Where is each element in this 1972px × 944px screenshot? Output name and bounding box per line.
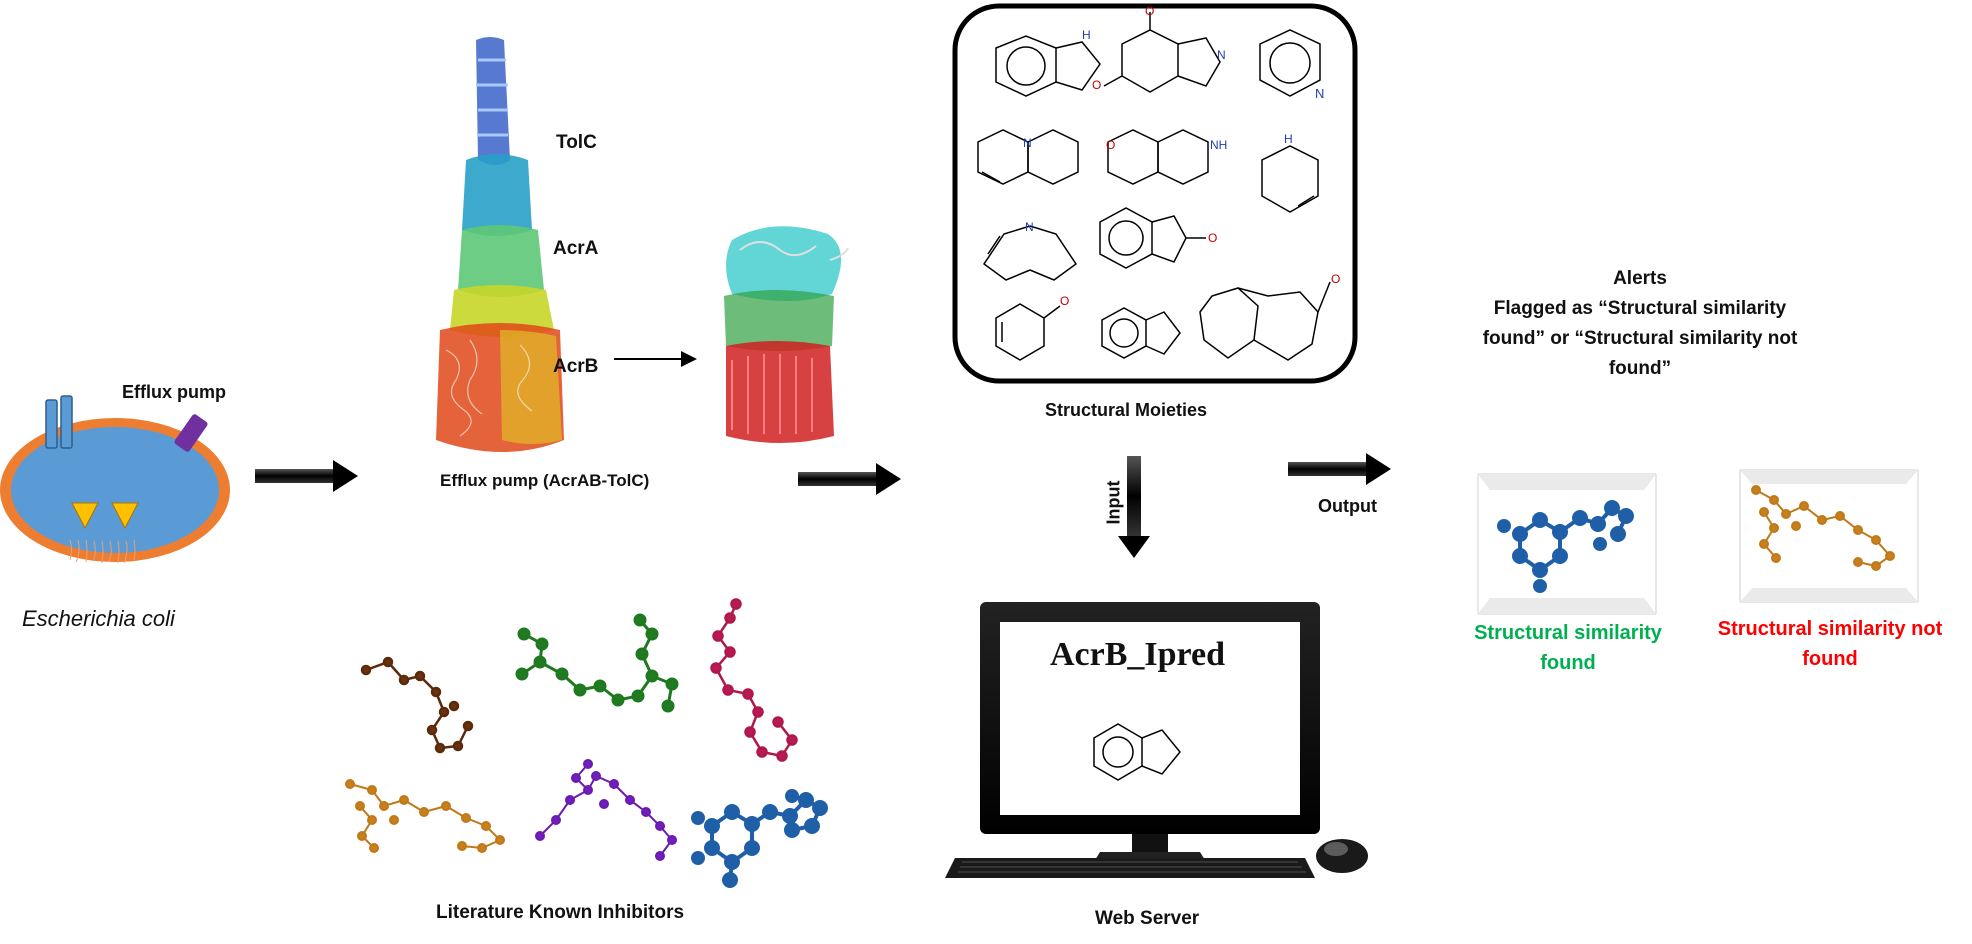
screen-benzodioxole bbox=[1093, 723, 1181, 781]
atom-label: H bbox=[1082, 28, 1091, 42]
quinolizine-structure bbox=[977, 129, 1079, 185]
substrate-triangle-1 bbox=[71, 502, 99, 530]
efflux-pump-label: Efflux pump bbox=[122, 382, 226, 402]
atom-label: O bbox=[1092, 78, 1102, 92]
arrow-acrb-to-moieties bbox=[798, 463, 901, 495]
inhibitor-blue bbox=[691, 789, 828, 888]
efflux-pump-marker bbox=[174, 414, 208, 452]
result-found-label: Structural similarity found bbox=[1448, 618, 1688, 678]
server-title: AcrB_Ipred bbox=[1050, 636, 1226, 673]
bicyclic-ketone-structure bbox=[1199, 281, 1331, 361]
benzodioxole-structure bbox=[1101, 307, 1181, 359]
atom-label: O bbox=[1060, 294, 1070, 308]
moieties-label: Structural Moieties bbox=[1045, 400, 1208, 420]
moieties-box bbox=[952, 3, 1358, 384]
atom-label: N bbox=[1023, 136, 1032, 150]
pump-channel-2 bbox=[60, 395, 73, 449]
acrb-structure bbox=[724, 226, 849, 443]
web-server-computer bbox=[945, 602, 1368, 878]
atom-label: N bbox=[1315, 86, 1325, 101]
arrow-input-down bbox=[1118, 456, 1150, 558]
benzimidazolone-structure bbox=[1099, 207, 1206, 269]
output-label: Output bbox=[1318, 496, 1377, 516]
result-notfound-line: found bbox=[1802, 648, 1858, 670]
inhibitor-purple bbox=[535, 759, 677, 861]
inhibitor-orange bbox=[345, 779, 505, 853]
xanthine-structure bbox=[1103, 12, 1221, 93]
pyranopyridazine-structure bbox=[1107, 129, 1209, 185]
tolc-label: TolC bbox=[556, 132, 597, 153]
indole-structure bbox=[995, 35, 1101, 97]
result-found-line: Structural similarity bbox=[1474, 622, 1662, 644]
atom-label: NH bbox=[1210, 138, 1228, 152]
acrb-label: AcrB bbox=[553, 356, 599, 377]
atom-label: O bbox=[1145, 4, 1155, 18]
alerts-line: Flagged as “Structural similarity bbox=[1493, 298, 1787, 319]
inhibitors-label: Literature Known Inhibitors bbox=[436, 902, 685, 923]
ecoli-cell bbox=[0, 395, 230, 564]
result-notfound-label: Structural similarity not found bbox=[1690, 614, 1970, 674]
result-found-line: found bbox=[1540, 652, 1596, 674]
pyranone-structure bbox=[995, 303, 1061, 361]
input-label: Input bbox=[1103, 480, 1124, 525]
complex-label: Efflux pump (AcrAB-TolC) bbox=[440, 471, 650, 490]
alerts-block: Alerts Flagged as “Structural similarity… bbox=[1480, 264, 1800, 384]
atom-label: N bbox=[1217, 48, 1226, 62]
ecoli-label: Escherichia coli bbox=[22, 606, 175, 631]
inhibitor-green bbox=[515, 613, 679, 713]
webserver-label: Web Server bbox=[1095, 908, 1200, 929]
atom-label: N bbox=[1025, 220, 1034, 234]
atom-label: O bbox=[1331, 272, 1341, 286]
arrow-cell-to-pump bbox=[255, 460, 358, 492]
atom-label: O bbox=[1106, 138, 1116, 152]
inhibitor-crimson bbox=[710, 598, 798, 762]
arrow-output bbox=[1288, 453, 1391, 485]
flow-arrows bbox=[255, 351, 1391, 558]
tetrahydropyridine-structure bbox=[1261, 145, 1319, 213]
mouse bbox=[1316, 839, 1368, 873]
result-notfound-line: Structural similarity not bbox=[1717, 618, 1943, 640]
atom-label: H bbox=[1284, 132, 1293, 146]
atom-label: O bbox=[1208, 231, 1218, 245]
pyridine-structure bbox=[1259, 29, 1321, 97]
pump-channel-1 bbox=[45, 399, 58, 449]
pyrrolizine-structure bbox=[982, 225, 1078, 281]
alerts-line: found” or “Structural similarity not bbox=[1482, 328, 1798, 349]
inhibitor-molecules bbox=[345, 598, 828, 888]
inhibitor-brown bbox=[360, 656, 474, 754]
acra-label: AcrA bbox=[553, 238, 599, 259]
result-card-found bbox=[1477, 473, 1657, 615]
alerts-heading: Alerts bbox=[1613, 268, 1667, 289]
keyboard bbox=[945, 858, 1315, 878]
membrane-fringe bbox=[69, 539, 136, 564]
substrate-triangle-2 bbox=[111, 502, 139, 530]
result-card-not-found bbox=[1739, 469, 1919, 603]
acrab-tolc-structure bbox=[436, 37, 564, 452]
alerts-line: found” bbox=[1608, 358, 1672, 379]
